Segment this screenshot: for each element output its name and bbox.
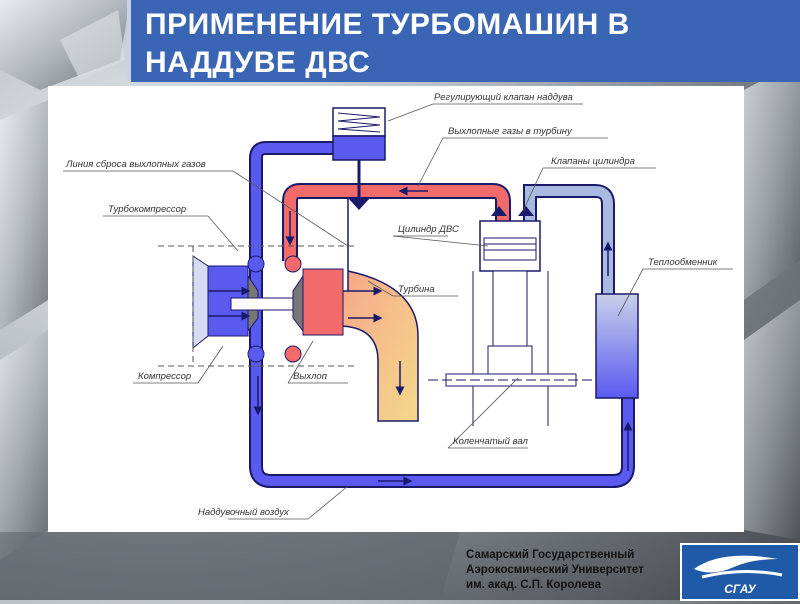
logo-text: СГАУ — [724, 582, 756, 596]
boost-valve — [332, 107, 386, 210]
label-turbine: Турбина — [398, 284, 435, 295]
label-turbocharger: Турбокомпрессор — [108, 204, 186, 215]
label-exhaust-to-turbine: Выхлопные газы в турбину — [448, 126, 573, 137]
flow-arrows — [208, 186, 633, 486]
label-exhaust: Выхлоп — [293, 371, 328, 382]
university-line-1: Самарский Государственный — [466, 549, 635, 561]
university-line-3: им. акад. С.П. Королева — [466, 579, 602, 591]
university-logo-image: СГАУ — [694, 555, 783, 596]
exhaust-duct — [282, 183, 511, 261]
turbocharger-diagram: Регулирующий клапан наддува Выхлопные га… — [63, 92, 733, 520]
university-logo: СГАУ — [680, 543, 800, 601]
university-line-2: Аэрокосмический Университет — [466, 564, 644, 576]
cooled-air-duct — [523, 184, 615, 296]
title-bar: ПРИМЕНЕНИЕ ТУРБОМАШИН В НАДДУВЕ ДВС — [127, 0, 800, 82]
label-compressor: Компрессор — [138, 371, 191, 382]
label-cylinder: Цилиндр ДВС — [398, 224, 459, 235]
label-crankshaft: Коленчатый вал — [453, 436, 528, 447]
label-boost-air: Наддувочный воздух — [198, 507, 290, 518]
slide-title: ПРИМЕНЕНИЕ ТУРБОМАШИН В НАДДУВЕ ДВС — [145, 8, 630, 79]
engine-cylinder — [428, 206, 593, 426]
leader-lines — [63, 103, 733, 520]
label-cylinder-valves: Клапаны цилиндра — [551, 156, 635, 167]
label-bypass-line: Линия сброса выхлопных газов — [65, 159, 206, 170]
heat-exchanger — [595, 293, 639, 399]
label-boost-valve: Регулирующий клапан наддува — [434, 92, 573, 103]
diagram-panel: Регулирующий клапан наддува Выхлопные га… — [48, 86, 744, 532]
university-name: Самарский Государственный Аэрокосмически… — [466, 548, 676, 593]
turbocharger — [158, 245, 358, 367]
label-heat-exchanger: Теплообменник — [648, 257, 718, 268]
